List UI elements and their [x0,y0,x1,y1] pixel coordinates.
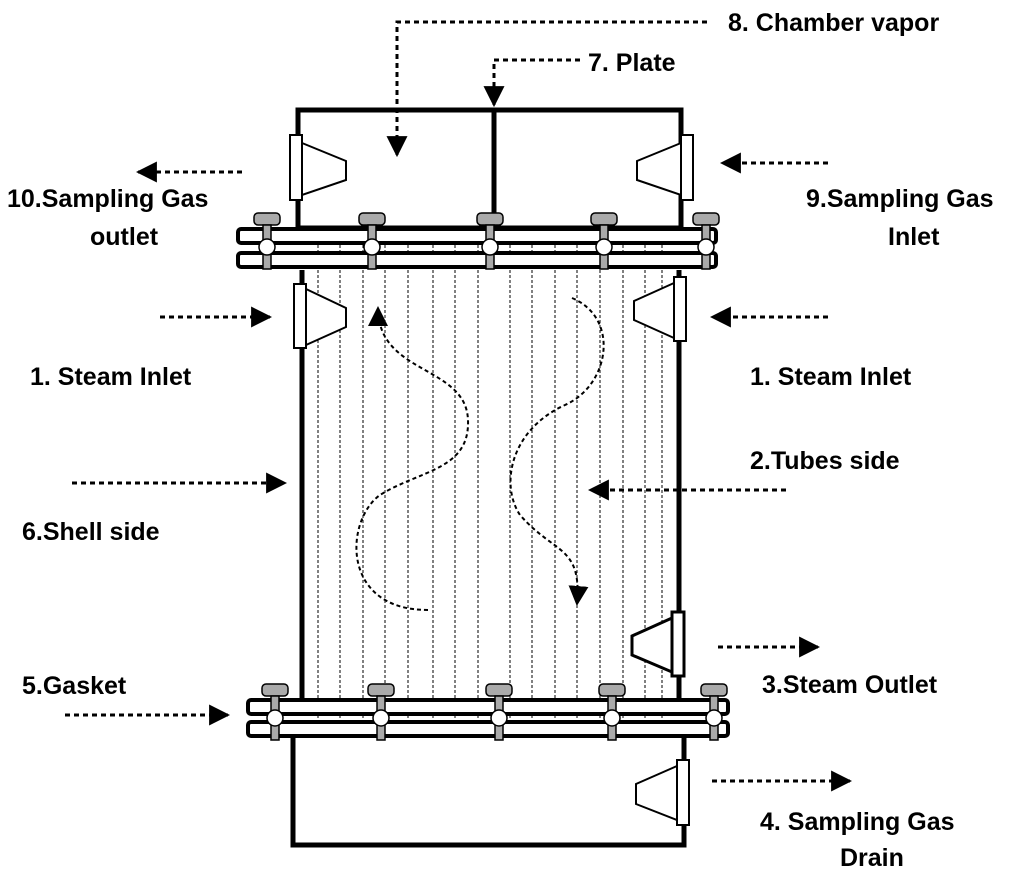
label-plate: 7. Plate [588,49,676,77]
top-chamber [295,107,684,231]
label-sampling-gas-outlet-1: 10.Sampling Gas [7,185,208,213]
top-bolts [253,212,720,270]
bottom-chamber [290,738,687,848]
label-steam-inlet-left: 1. Steam Inlet [30,363,192,391]
bottom-bolts [261,683,728,741]
nozzle-sampling-gas-inlet [636,134,694,201]
label-chamber-vapor: 8. Chamber vapor [728,9,939,37]
bottom-flange [246,698,730,738]
flow-paths [355,297,605,611]
label-sampling-gas-inlet-2: Inlet [888,223,940,251]
callout-arrows [65,20,853,792]
tube-bundle [317,230,663,735]
label-sampling-gas-drain-2: Drain [840,844,904,872]
nozzle-sampling-gas-drain [635,759,690,826]
arrow-chamber-vapor [386,20,707,158]
labels: 8. Chamber vapor 7. Plate 10.Sampling Ga… [7,9,994,872]
label-gasket: 5.Gasket [22,672,127,700]
label-steam-outlet: 3.Steam Outlet [762,671,938,699]
arrow-plate [483,58,580,108]
nozzle-steam-inlet-left [293,283,347,349]
label-shell-side: 6.Shell side [22,518,160,546]
label-steam-inlet-right: 1. Steam Inlet [750,363,912,391]
top-flange [236,227,718,269]
nozzle-sampling-gas-outlet [289,134,347,201]
label-tubes-side: 2.Tubes side [750,447,900,475]
label-sampling-gas-drain-1: 4. Sampling Gas [760,808,955,836]
nozzle-steam-outlet [630,610,686,678]
flow-path-left [355,306,470,611]
flow-path-right [509,297,605,606]
label-sampling-gas-inlet-1: 9.Sampling Gas [806,185,994,213]
nozzle-steam-inlet-right [633,276,687,342]
label-sampling-gas-outlet-2: outlet [90,223,159,251]
